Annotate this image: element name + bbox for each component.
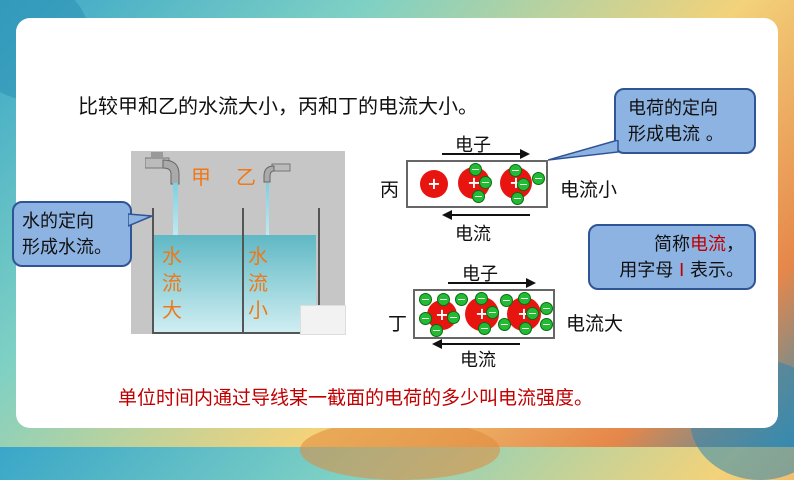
electron: −	[498, 318, 511, 331]
electron: −	[437, 293, 450, 306]
electron: −	[479, 176, 492, 189]
wire-ding-name: 丁	[388, 313, 408, 335]
electron: −	[486, 306, 499, 319]
electron: −	[419, 312, 432, 325]
question-text: 比较甲和乙的水流大小，丙和丁的电流大小。	[78, 94, 478, 118]
tank-divider	[242, 208, 244, 332]
electron: −	[540, 302, 553, 315]
electron: −	[500, 294, 513, 307]
left-water-label: 水流大	[162, 244, 182, 322]
callout-current-symbol: 简称电流， 用字母 I 表示。	[588, 224, 756, 290]
wire-bing-electron-arrow	[442, 149, 530, 159]
callout-water: 水的定向形成水流。	[12, 201, 132, 267]
electron: −	[469, 163, 482, 176]
wire-bing-result: 电流小	[560, 179, 618, 201]
wire-bing-current-arrow	[442, 210, 530, 220]
positive-ion: +	[420, 170, 448, 198]
tap-left-label: 甲	[191, 165, 211, 189]
wire-ding-current-label: 电流	[460, 350, 496, 371]
electron: −	[455, 293, 468, 306]
faucet-right-icon	[263, 163, 291, 183]
electron: −	[518, 292, 531, 305]
electron: −	[419, 293, 432, 306]
callout-water-pointer	[128, 213, 153, 227]
electron: −	[540, 318, 553, 331]
electron: −	[475, 292, 488, 305]
wire-ding-current-arrow	[432, 339, 520, 349]
water	[154, 235, 316, 332]
electron: −	[472, 190, 485, 203]
electron: −	[532, 172, 545, 185]
electron: −	[447, 311, 460, 324]
tank-cap-block	[300, 305, 346, 335]
right-water-label: 水流小	[248, 244, 268, 322]
callout-charge: 电荷的定向形成电流 。	[614, 88, 756, 154]
background-decoration	[300, 420, 500, 480]
wire-bing-name: 丙	[380, 179, 400, 201]
faucet-left-icon	[145, 152, 180, 185]
electron: −	[430, 324, 443, 337]
electron: −	[517, 178, 530, 191]
wire-ding-result: 电流大	[566, 313, 624, 335]
electron: −	[511, 192, 524, 205]
electron: −	[478, 322, 491, 335]
wire-bing-current-label: 电流	[455, 224, 491, 245]
electron: −	[519, 322, 532, 335]
water-stream-right	[266, 183, 269, 235]
wire-ding-electron-label: 电子	[462, 264, 498, 285]
callout-charge-pointer	[548, 140, 619, 161]
definition-text: 单位时间内通过导线某一截面的电荷的多少叫电流强度。	[118, 387, 594, 409]
electron: −	[526, 307, 539, 320]
electron: −	[509, 164, 522, 177]
wire-ding-electron-arrow	[448, 278, 536, 288]
tap-right-label: 乙	[236, 165, 256, 189]
water-stream-left	[173, 183, 178, 235]
tank-container	[152, 208, 320, 334]
wire-bing-electron-label: 电子	[455, 135, 491, 156]
